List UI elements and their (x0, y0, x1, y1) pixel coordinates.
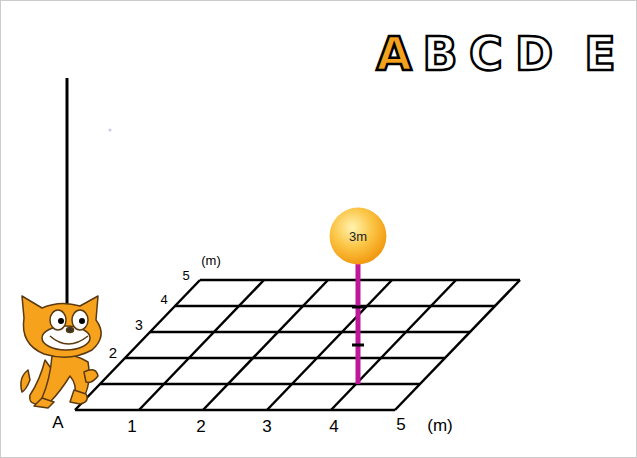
grid-line (395, 280, 520, 410)
grid-line (125, 357, 445, 360)
ball-label: 3m (349, 229, 367, 244)
grid-line (100, 383, 420, 386)
tick (352, 306, 364, 309)
grid-line (75, 409, 395, 412)
grid-line (267, 280, 392, 410)
magenta-pole (356, 258, 361, 384)
title-letter: C (469, 31, 503, 77)
vertical-pole (66, 78, 69, 305)
axis-label: A (52, 414, 63, 431)
axis-label: 4 (329, 418, 338, 435)
grid-line (150, 331, 470, 334)
axis-label: 2 (196, 418, 205, 435)
ball-text: 3m (329, 207, 387, 265)
axis-label: 4 (160, 293, 167, 306)
axis-label: 5 (182, 269, 189, 282)
axis-label: 3 (262, 418, 271, 435)
title-letter: E (584, 31, 615, 77)
axis-label: 1 (127, 418, 136, 435)
axis-label: (m) (201, 254, 221, 267)
grid-line (139, 280, 264, 410)
axis-label: 2 (109, 345, 117, 360)
axis-label: (m) (427, 417, 452, 434)
axis-label: 5 (396, 416, 405, 433)
axis-label: 3 (135, 318, 143, 332)
floor-grid (75, 280, 520, 410)
title-letter: A (376, 31, 412, 77)
title-letter: B (422, 31, 457, 77)
dot (109, 129, 112, 132)
grid-line (175, 305, 495, 308)
grid-line (331, 280, 456, 410)
title-letter: D (515, 31, 553, 77)
tick (352, 344, 364, 347)
scratch-cat (21, 296, 101, 408)
grid-line (203, 280, 328, 410)
ball-node: 3m (329, 207, 387, 265)
